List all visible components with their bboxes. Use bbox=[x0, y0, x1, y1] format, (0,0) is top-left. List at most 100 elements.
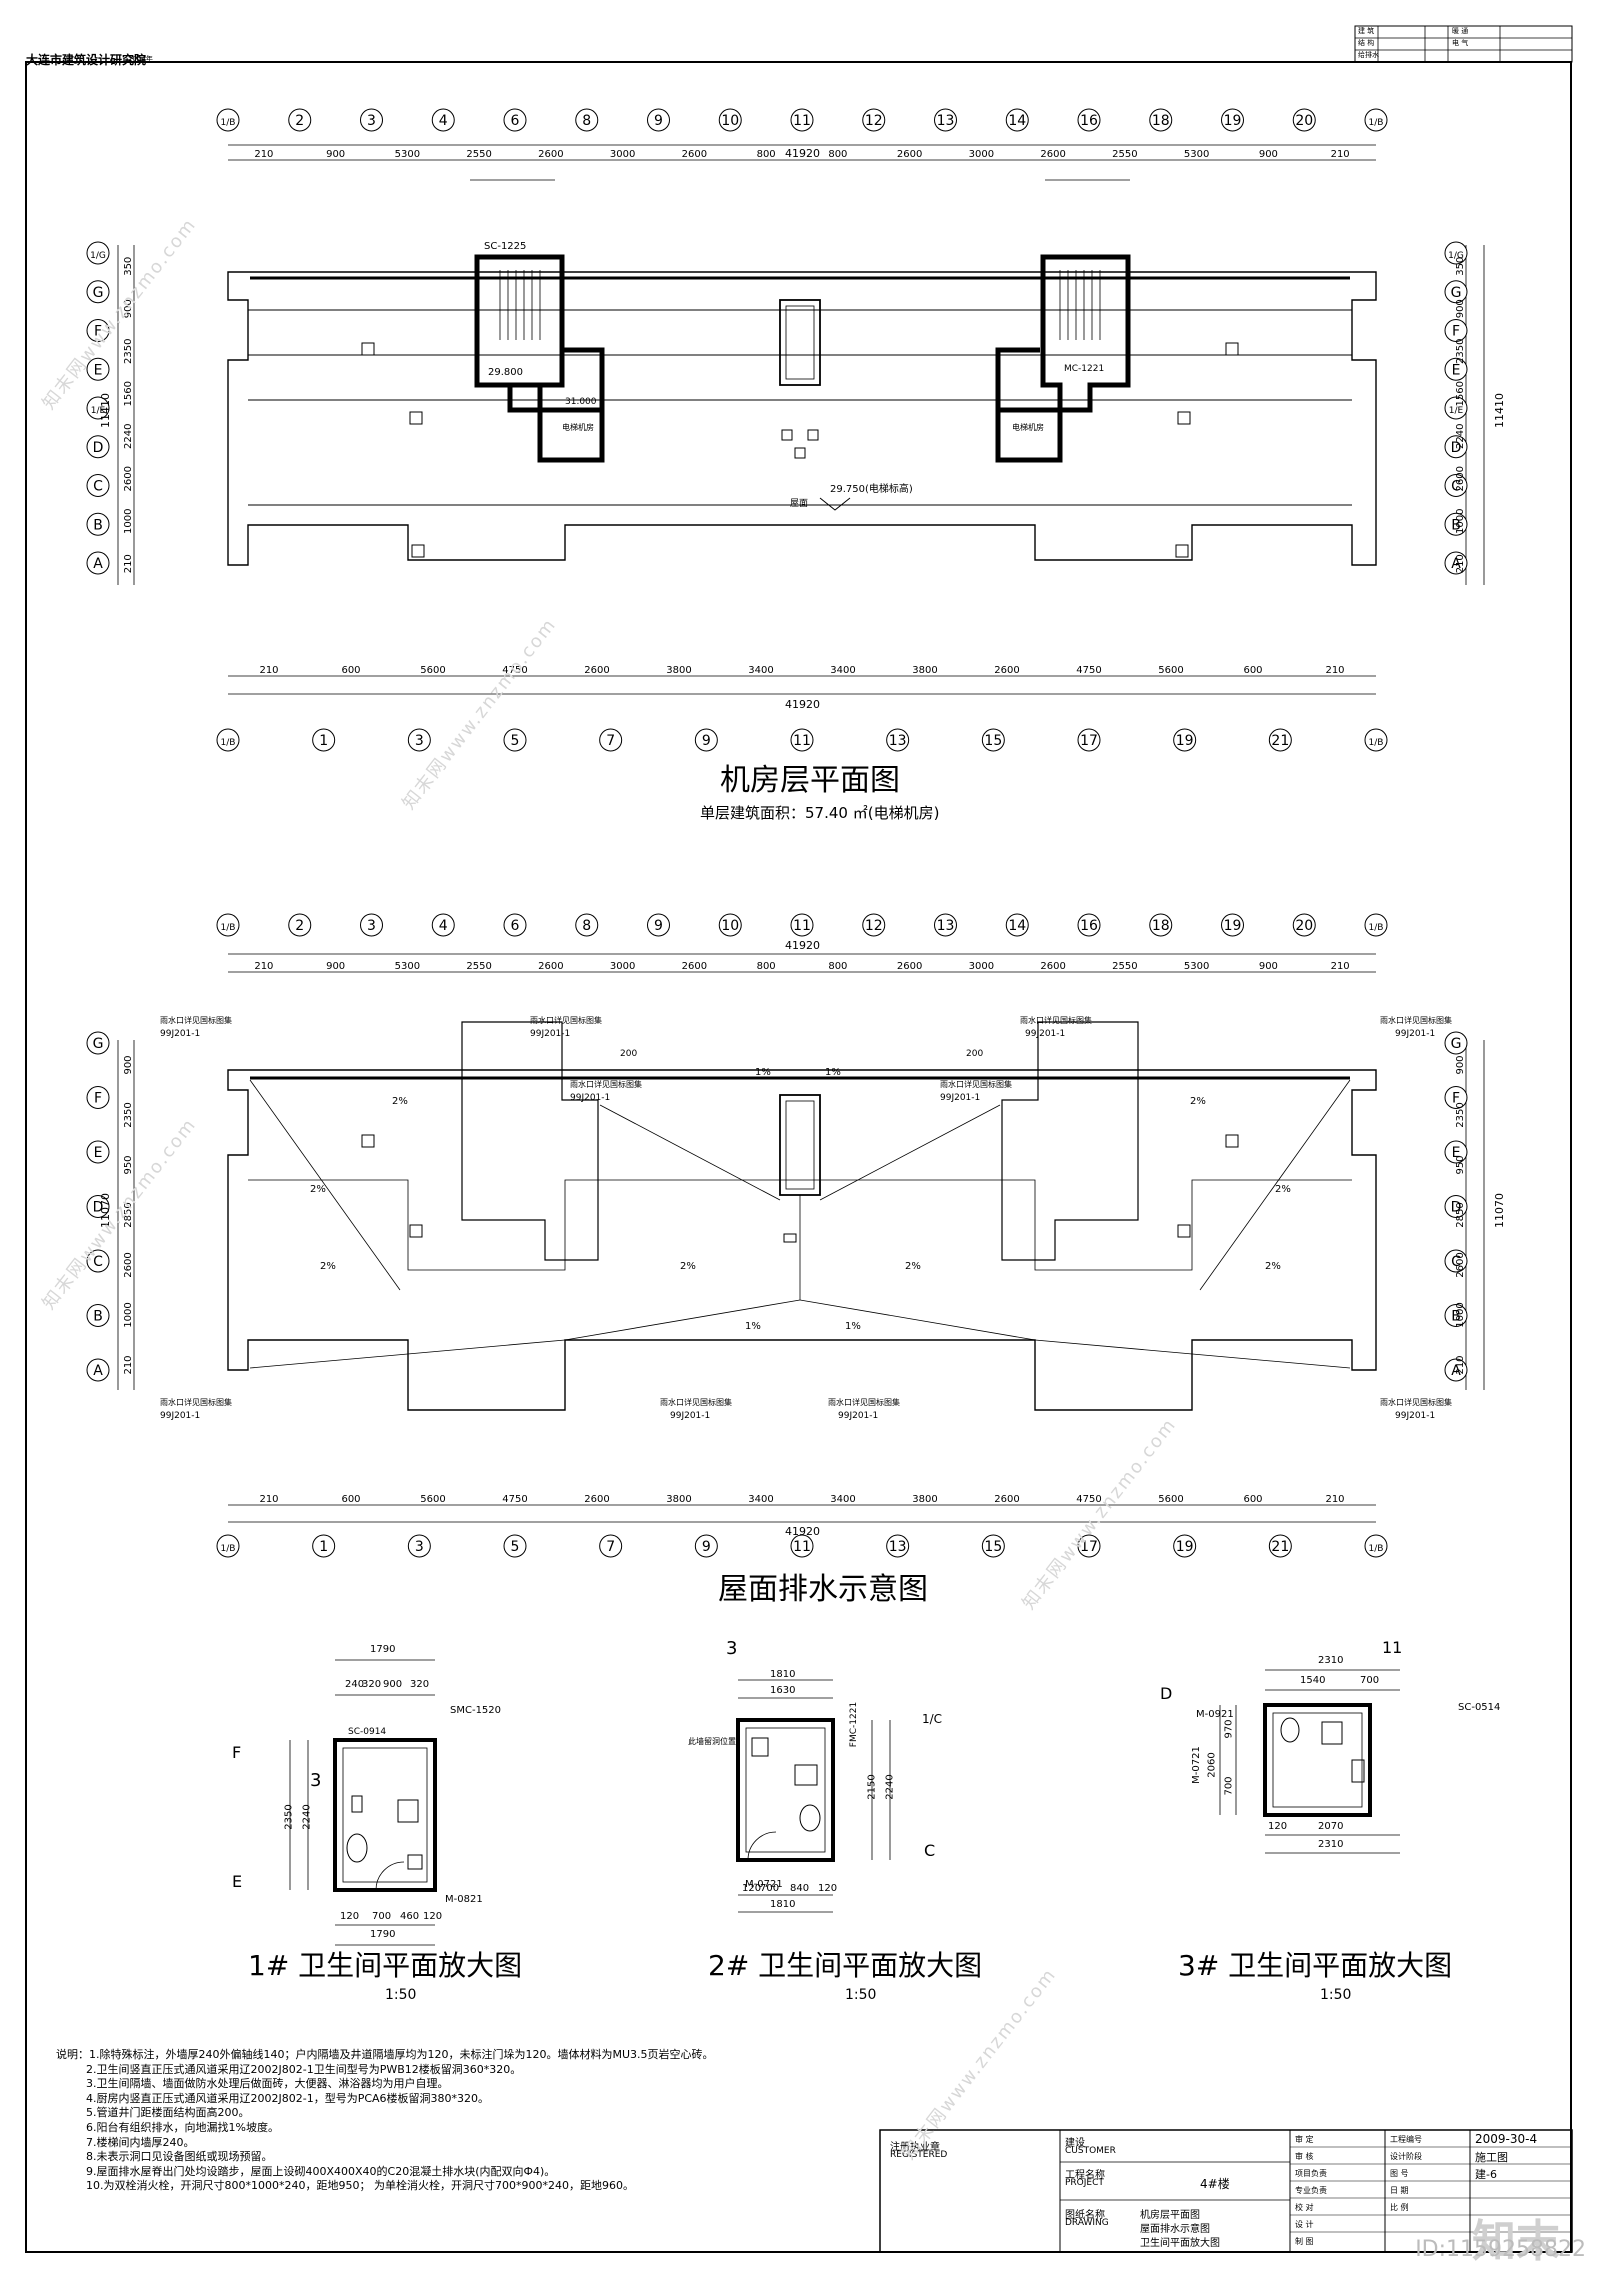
plan2-total-bottom: 41920 bbox=[785, 1525, 820, 1538]
p1-side-axis-right-2-bubble bbox=[1444, 319, 1468, 342]
p2-top-axis-9-bubble bbox=[862, 913, 886, 937]
note-10: 10.为双栓消火栓，开洞尺寸800*1000*240，距地950； 为单栓消火栓… bbox=[86, 2179, 634, 2193]
p2-top-axis-11-bubble bbox=[1005, 913, 1029, 937]
callout-text-6: 雨水口详见国标图集 bbox=[940, 1080, 1012, 1089]
p1-bottom-axis-3-label: 5 bbox=[511, 733, 520, 749]
tb-field-5: 校 对 bbox=[1295, 2203, 1314, 2212]
p1-top-axis-12-bubble bbox=[1077, 108, 1101, 132]
bath1-dim-bottom: 1790 bbox=[370, 1929, 396, 1940]
tb-project-en: PROJECT bbox=[1065, 2178, 1104, 2188]
p1-side-axis-left-3-label: E bbox=[94, 362, 103, 378]
tb-drawing-no: 建-6 bbox=[1475, 2168, 1497, 2181]
p2-side-axis-right-5-label: B bbox=[1451, 1309, 1461, 1325]
p1-top-axis-4-bubble bbox=[503, 108, 527, 132]
p1-bottom-axis-2-label: 3 bbox=[415, 733, 424, 749]
bath1-dim-320b: 320 bbox=[410, 1679, 430, 1690]
bath2-dim-b120: 120 bbox=[742, 1883, 762, 1894]
p2-bottom-dim-8: 3800 bbox=[912, 1494, 937, 1505]
p2-bottom-axis-6-label: 11 bbox=[793, 1539, 811, 1555]
p1-right-dim-6: 1000 bbox=[1455, 509, 1466, 534]
p1-right-dim-3: 1560 bbox=[1455, 381, 1466, 406]
p1-top-dim-10: 3000 bbox=[969, 149, 994, 160]
p2-bottom-axis-5-label: 9 bbox=[702, 1539, 711, 1555]
p1-bottom-axis-1-bubble bbox=[312, 728, 336, 752]
p2-top-axis-0-bubble bbox=[216, 913, 240, 937]
p1-top-axis-7-bubble bbox=[718, 108, 742, 132]
bath1-dim-b120b: 120 bbox=[423, 1911, 443, 1922]
p2-right-dim-0: 900 bbox=[1455, 1055, 1466, 1074]
p1-top-dim-3: 2550 bbox=[466, 149, 491, 160]
p1-bottom-dim-0: 210 bbox=[259, 665, 278, 676]
p2-bottom-axis-8-label: 15 bbox=[984, 1539, 1002, 1555]
tb-field-7: 制 图 bbox=[1295, 2237, 1314, 2246]
tb-drawing-label: 图纸名称 bbox=[1065, 2210, 1105, 2221]
pipe-size-1: 200 bbox=[620, 1049, 638, 1059]
watermark-logo: 知末 bbox=[1472, 2216, 1560, 2267]
p1-right-dim-2: 2350 bbox=[1455, 339, 1466, 364]
p1-top-axis-13-bubble bbox=[1149, 108, 1173, 132]
tb-project-no: 2009-30-4 bbox=[1475, 2132, 1538, 2146]
bath3-dim-top: 2310 bbox=[1318, 1655, 1344, 1666]
p1-top-dim-6: 2600 bbox=[682, 149, 707, 160]
slope-label-12: 1% bbox=[825, 1067, 841, 1078]
p1-top-axis-16-label: 1/B bbox=[1369, 118, 1384, 128]
note-1: 说明：1.除特殊标注，外墙厚240外偏轴线140；户内隔墙及井道隔墙厚均为120… bbox=[56, 2048, 714, 2061]
p1-right-dim-1: 900 bbox=[1455, 299, 1466, 318]
p2-side-axis-left-6-bubble bbox=[86, 1358, 110, 1382]
p2-bottom-axis-1-bubble bbox=[312, 1534, 336, 1558]
p2-top-axis-5-label: 8 bbox=[582, 918, 591, 934]
p2-bottom-dim-12: 600 bbox=[1243, 1494, 1262, 1505]
p1-bottom-axis-0-bubble bbox=[216, 728, 240, 752]
p2-top-axis-0-label: 1/B bbox=[221, 923, 236, 933]
p1-top-dim-13: 5300 bbox=[1184, 149, 1209, 160]
p2-bottom-axis-7-label: 13 bbox=[889, 1539, 907, 1555]
plan1-machine-room-right: 电梯机房 bbox=[1012, 423, 1044, 432]
p2-top-axis-8-label: 11 bbox=[793, 918, 811, 934]
tb-customer-en: CUSTOMER bbox=[1065, 2146, 1116, 2156]
callout-text-5: 雨水口详见国标图集 bbox=[570, 1080, 642, 1089]
p2-bottom-axis-9-label: 17 bbox=[1080, 1539, 1098, 1555]
p1-side-axis-right-1-bubble bbox=[1444, 280, 1468, 304]
p2-top-axis-2-label: 3 bbox=[367, 918, 376, 934]
p1-bottom-dim-7: 3400 bbox=[830, 665, 855, 676]
p1-bottom-axis-10-label: 19 bbox=[1176, 733, 1194, 749]
p1-side-axis-left-1-bubble bbox=[86, 280, 110, 304]
p1-top-axis-15-bubble bbox=[1292, 108, 1316, 132]
tb-right-label-2: 设计阶段 bbox=[1390, 2152, 1422, 2161]
p1-bottom-axis-12-bubble bbox=[1364, 728, 1388, 752]
p1-top-dim-9: 2600 bbox=[897, 149, 922, 160]
p2-top-axis-12-bubble bbox=[1077, 913, 1101, 937]
p2-top-axis-7-label: 10 bbox=[721, 918, 739, 934]
tb-field-6: 设 计 bbox=[1295, 2220, 1314, 2229]
bath3-axis-11: 11 bbox=[1382, 1638, 1403, 1657]
callout-ref-2: 99J201-1 bbox=[1395, 1029, 1436, 1039]
p1-side-axis-right-1-label: G bbox=[1451, 285, 1462, 301]
p1-right-dim-7: 210 bbox=[1455, 554, 1466, 573]
bath1-axis-e: E bbox=[232, 1872, 243, 1891]
p2-top-dim-14: 900 bbox=[1259, 961, 1278, 972]
p1-top-axis-5-label: 8 bbox=[582, 113, 591, 129]
tb-drawing-en: DRAWING bbox=[1065, 2218, 1109, 2228]
p1-top-dim-5: 3000 bbox=[610, 149, 635, 160]
slope-label-7: 2% bbox=[680, 1261, 696, 1272]
bath2-scale: 1:50 bbox=[845, 1987, 877, 2003]
p1-top-axis-1-bubble bbox=[288, 108, 312, 132]
plan2-side-total-right: 11070 bbox=[1493, 1193, 1506, 1228]
bath1-sc: SC-0914 bbox=[348, 1727, 387, 1737]
p1-top-axis-0-label: 1/B bbox=[221, 118, 236, 128]
p1-top-dim-0: 210 bbox=[254, 149, 273, 160]
p1-top-dim-1: 900 bbox=[326, 149, 345, 160]
p2-top-dim-11: 2600 bbox=[1040, 961, 1065, 972]
p2-side-axis-right-1-label: F bbox=[1452, 1091, 1460, 1107]
p1-side-axis-left-4-bubble bbox=[86, 396, 110, 420]
p2-side-axis-left-1-bubble bbox=[86, 1086, 110, 1109]
p2-top-dim-15: 210 bbox=[1331, 961, 1350, 972]
callout-ref-6: 99J201-1 bbox=[940, 1093, 981, 1103]
p1-top-axis-10-bubble bbox=[934, 108, 957, 132]
bath3-title: 3# 卫生间平面放大图 bbox=[1178, 1949, 1453, 1982]
p2-bottom-axis-10-label: 19 bbox=[1176, 1539, 1194, 1555]
p2-top-dim-9: 2600 bbox=[897, 961, 922, 972]
p2-top-dim-3: 2550 bbox=[466, 961, 491, 972]
